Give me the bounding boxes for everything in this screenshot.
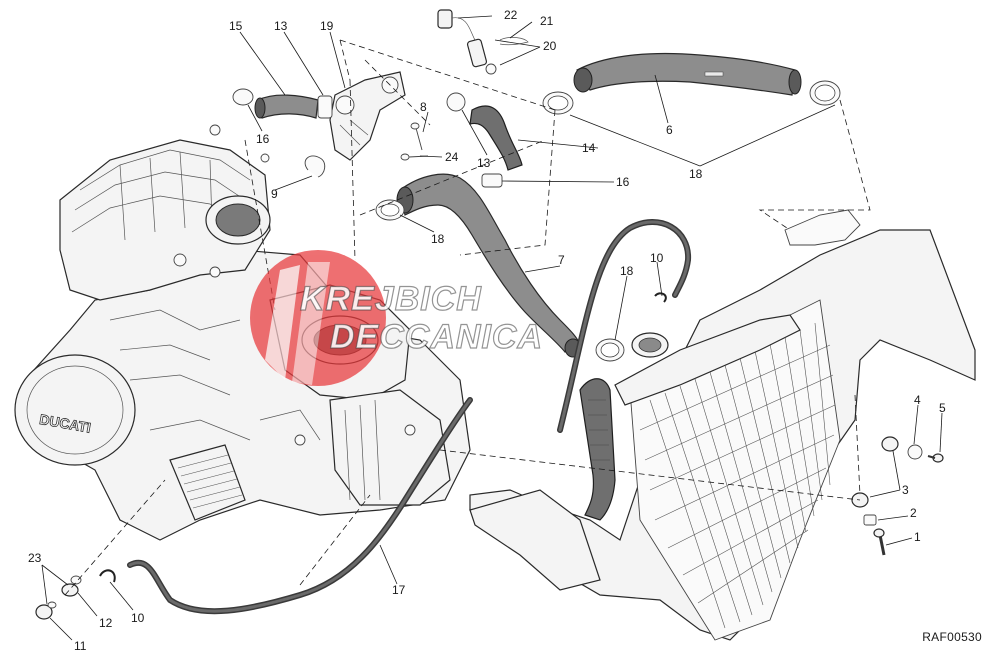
callout-10-upper: 10: [650, 251, 664, 265]
leader-lines: [41, 15, 943, 641]
callout-21: 21: [540, 14, 554, 28]
spacer-2: [863, 514, 877, 526]
screw-11: [35, 601, 57, 620]
callout-20: 20: [543, 39, 557, 53]
callout-6: 6: [666, 123, 673, 137]
callout-7: 7: [558, 253, 565, 267]
callout-11: 11: [74, 639, 87, 650]
temperature-sensor: [437, 9, 497, 75]
callout-labels: 15 13 19 22 21 20 6 18 8 24 13 14 16 16 …: [28, 8, 946, 650]
callout-17: 17: [392, 583, 406, 597]
callout-2: 2: [910, 506, 917, 520]
screw-24: [400, 153, 429, 161]
callout-8: 8: [420, 100, 427, 114]
hose-6: [573, 52, 802, 96]
clamp-18-middle: [375, 199, 405, 221]
callout-14: 14: [582, 141, 596, 155]
clamp-18-left: [542, 91, 574, 115]
clamp-10-lower: [99, 569, 116, 583]
callout-9: 9: [271, 187, 278, 201]
callout-18-top: 18: [689, 167, 703, 181]
radiator-assembly: [469, 209, 976, 641]
sleeve-16: [481, 173, 503, 188]
clutch-cover: [14, 354, 136, 466]
callout-1: 1: [914, 530, 921, 544]
callout-18-lower: 18: [620, 264, 634, 278]
screw-5: [927, 453, 944, 463]
engine-assembly: DUCATI: [14, 124, 471, 541]
hose-7: [396, 173, 582, 358]
clamp-10-upper: [654, 292, 667, 303]
hose-15: [254, 94, 333, 119]
clamp-16-top-left: [232, 88, 254, 106]
radiator-upper-inlet: [784, 209, 861, 246]
engine-oil-cooler: [169, 444, 246, 521]
washer-4: [907, 444, 923, 460]
callout-5: 5: [939, 401, 946, 415]
callout-4: 4: [914, 393, 921, 407]
screw-8: [410, 122, 423, 151]
drawing-code: RAF00530: [922, 630, 982, 644]
radiator-lower-bracket: [469, 489, 601, 591]
callout-10-lower: 10: [131, 611, 145, 625]
sensor-washer: [485, 63, 497, 75]
callout-22: 22: [504, 8, 518, 22]
callout-12: 12: [99, 616, 113, 630]
grommet-3-upper: [881, 436, 899, 452]
callout-15: 15: [229, 19, 243, 33]
sensor-clip: [499, 37, 529, 46]
callout-18-middle: 18: [431, 232, 445, 246]
circlip-9: [304, 155, 326, 178]
callout-16-left: 16: [256, 132, 270, 146]
watermark-logo: [250, 250, 386, 386]
clamp-18-lower: [595, 338, 625, 362]
thermostat-housing: [329, 71, 406, 161]
screw-1: [873, 528, 886, 556]
callout-13-right: 13: [477, 156, 491, 170]
clamp-18-right: [809, 80, 841, 106]
callout-3: 3: [902, 483, 909, 497]
callout-19: 19: [320, 19, 334, 33]
fitting-12: [61, 575, 82, 597]
overflow-tube-17: [127, 397, 473, 615]
callout-23: 23: [28, 551, 42, 565]
callout-16-right: 16: [616, 175, 630, 189]
callout-24: 24: [445, 150, 459, 164]
clamp-13-right: [446, 92, 466, 112]
hose-14: [446, 92, 523, 188]
radiator-lower-hose: [579, 378, 616, 521]
overflow-tube-upper: [557, 219, 692, 433]
callout-13-left: 13: [274, 19, 288, 33]
clamp-13-left: [317, 95, 333, 119]
